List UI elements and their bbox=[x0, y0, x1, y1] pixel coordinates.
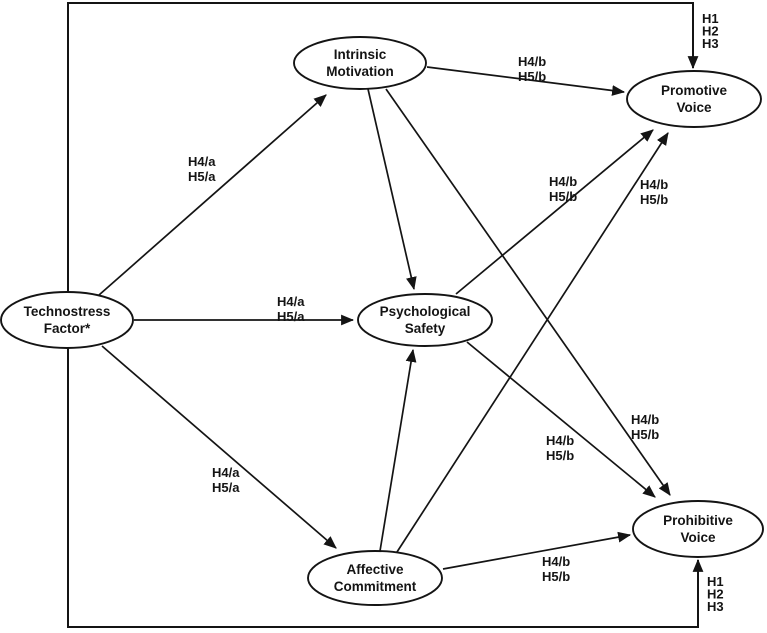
hypothesis-label: H5/a bbox=[212, 480, 240, 495]
node-label-promotive-voice: Promotive bbox=[661, 83, 728, 98]
hypothesis-label: H3 bbox=[707, 599, 724, 614]
hypothesis-label: H1 bbox=[707, 574, 724, 589]
hypothesis-label: H2 bbox=[707, 587, 724, 602]
node-ellipse-affective-commitment bbox=[307, 550, 443, 606]
arrow-technostress-to-affective bbox=[101, 345, 337, 549]
label-technostress-to-psychological: H4/aH5/a bbox=[277, 294, 305, 324]
hypothesis-label: H4/b bbox=[631, 412, 659, 427]
hypothesis-label: H5/b bbox=[518, 69, 546, 84]
hypothesis-label: H5/b bbox=[542, 569, 570, 584]
hypothesis-label: H5/b bbox=[631, 427, 659, 442]
outer-arrow-direct-effect-to-prohibitive bbox=[67, 322, 704, 628]
arrow-psychological-to-prohibitive bbox=[466, 341, 656, 498]
node-label-prohibitive-voice: Prohibitive bbox=[663, 513, 733, 528]
label-intrinsic-to-promotive: H4/bH5/b bbox=[518, 54, 546, 84]
arrow-technostress-to-intrinsic bbox=[98, 94, 327, 296]
arrow-affective-to-psychological bbox=[379, 348, 417, 552]
node-ellipse-intrinsic-motivation bbox=[293, 36, 427, 90]
hypothesis-label: H5/b bbox=[640, 192, 668, 207]
hypothesis-label: H5/a bbox=[277, 309, 305, 324]
hypothesis-label: H4/a bbox=[212, 465, 240, 480]
node-ellipse-technostress-factor bbox=[0, 291, 134, 349]
node-label-intrinsic-motivation: Intrinsic bbox=[334, 47, 387, 62]
label-affective-to-promotive: H4/bH5/b bbox=[640, 177, 668, 207]
arrow-intrinsic-to-psychological bbox=[367, 88, 417, 291]
node-label-technostress-factor: Technostress bbox=[24, 304, 111, 319]
node-label-prohibitive-voice: Voice bbox=[680, 530, 716, 545]
node-label-psychological-safety: Safety bbox=[405, 321, 446, 336]
hypothesis-label: H4/a bbox=[277, 294, 305, 309]
hypothesis-label: H4/b bbox=[542, 554, 570, 569]
outer-arrow-direct-effect-to-promotive bbox=[67, 2, 699, 318]
label-psychological-to-promotive: H4/bH5/b bbox=[549, 174, 577, 204]
arrow-psychological-to-promotive bbox=[455, 129, 654, 295]
label-intrinsic-to-prohibitive: H4/bH5/b bbox=[631, 412, 659, 442]
hypothesis-label: H5/a bbox=[188, 169, 216, 184]
arrow-intrinsic-to-prohibitive bbox=[385, 88, 671, 496]
arrow-affective-to-promotive bbox=[396, 132, 669, 553]
node-label-affective-commitment: Affective bbox=[346, 562, 404, 577]
label-technostress-to-intrinsic: H4/aH5/a bbox=[188, 154, 216, 184]
node-ellipse-promotive-voice bbox=[626, 70, 762, 128]
hypothesis-label: H1 bbox=[702, 11, 719, 26]
hypothesis-label: H3 bbox=[702, 36, 719, 51]
label-affective-to-prohibitive: H4/bH5/b bbox=[542, 554, 570, 584]
hypothesis-label: H4/a bbox=[188, 154, 216, 169]
hypothesis-label: H2 bbox=[702, 24, 719, 39]
node-label-affective-commitment: Commitment bbox=[334, 579, 417, 594]
hypothesis-label: H4/b bbox=[546, 433, 574, 448]
hypothesis-label: H4/b bbox=[518, 54, 546, 69]
hypothesis-label: H4/b bbox=[549, 174, 577, 189]
hypothesis-label: H4/b bbox=[640, 177, 668, 192]
node-label-intrinsic-motivation: Motivation bbox=[326, 64, 394, 79]
label-technostress-to-affective: H4/aH5/a bbox=[212, 465, 240, 495]
hypothesis-label: H5/b bbox=[546, 448, 574, 463]
arrow-intrinsic-to-promotive bbox=[426, 66, 626, 96]
node-ellipse-psychological-safety bbox=[357, 293, 493, 347]
arrow-affective-to-prohibitive bbox=[442, 531, 632, 570]
label-psychological-to-prohibitive: H4/bH5/b bbox=[546, 433, 574, 463]
node-ellipse-prohibitive-voice bbox=[632, 500, 764, 558]
node-label-technostress-factor: Factor* bbox=[44, 321, 91, 336]
hypothesis-label: H5/b bbox=[549, 189, 577, 204]
node-label-promotive-voice: Voice bbox=[676, 100, 712, 115]
node-label-psychological-safety: Psychological bbox=[380, 304, 471, 319]
